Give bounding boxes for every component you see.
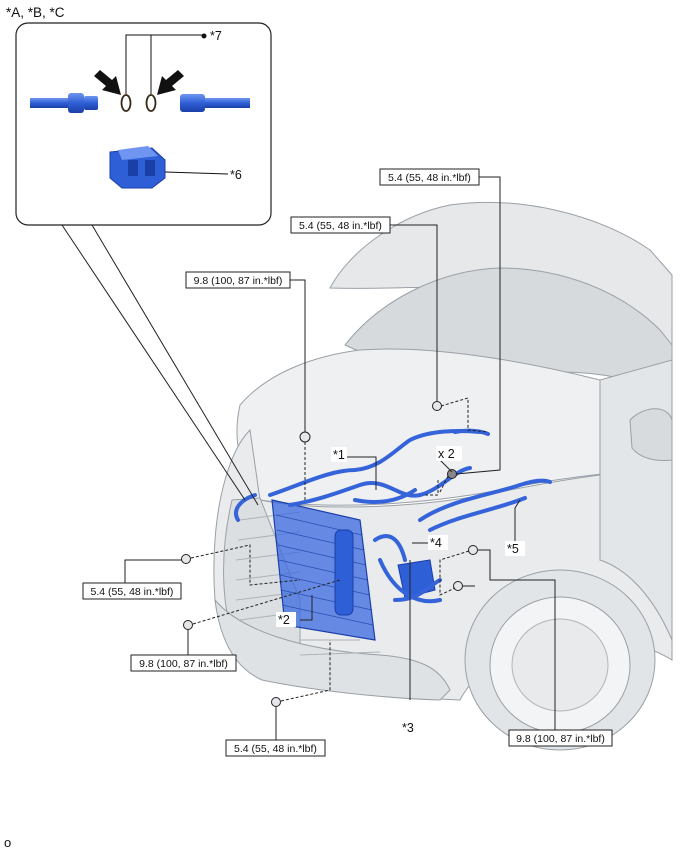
bolt-icon [468,545,478,555]
dashed-lines [190,397,489,702]
callout-5: *5 [505,541,525,556]
torque-spec-3: 9.8 (100, 87 in.*lbf) [185,271,291,289]
bolt-icon [453,581,463,591]
svg-text:*4: *4 [430,536,442,550]
leader-lines [124,176,556,740]
svg-text:x 2: x 2 [438,447,455,461]
bolt-icon [183,620,193,630]
bolt-icon [271,697,281,707]
pipe-right [180,94,250,112]
header-code: *A, *B, *C [6,5,65,20]
svg-text:5.4 (55, 48 in.*lbf): 5.4 (55, 48 in.*lbf) [91,586,174,598]
arrow-right-icon [157,70,184,95]
svg-text:5.4 (55, 48 in.*lbf): 5.4 (55, 48 in.*lbf) [299,220,382,232]
svg-text:9.8 (100, 87 in.*lbf): 9.8 (100, 87 in.*lbf) [194,275,283,287]
refrigerant-lines [234,428,552,604]
front-wheel [464,569,656,751]
callout-3: *3 [402,721,414,735]
cover-label: *6 [230,168,242,182]
torque-spec-1: 5.4 (55, 48 in.*lbf) [379,168,480,186]
svg-text:*5: *5 [507,542,519,556]
torque-spec-2: 5.4 (55, 48 in.*lbf) [290,216,391,234]
o-ring-right [145,94,157,112]
footer-code: o [4,835,11,850]
svg-text:5.4 (55, 48 in.*lbf): 5.4 (55, 48 in.*lbf) [234,743,317,755]
torque-spec-5: 9.8 (100, 87 in.*lbf) [130,654,237,672]
torque-spec-6: 5.4 (55, 48 in.*lbf) [225,739,326,757]
bolt-icon [181,554,191,564]
seal-marker-icon [201,33,207,39]
quantity-label: x 2 [436,446,462,461]
svg-text:*2: *2 [278,613,290,627]
svg-text:9.8 (100, 87 in.*lbf): 9.8 (100, 87 in.*lbf) [139,658,228,670]
svg-text:*1: *1 [333,448,345,462]
callout-1: *1 [331,447,347,462]
bolt-icon [299,431,311,443]
bolt-icon [447,469,457,479]
cover-part [109,146,166,189]
seal-leader [125,34,204,94]
arrow-left-icon [94,70,121,95]
torque-spec-7: 9.8 (100, 87 in.*lbf) [508,729,613,747]
svg-text:9.8 (100, 87 in.*lbf): 9.8 (100, 87 in.*lbf) [516,733,605,745]
callout-2: *2 [276,612,296,627]
svg-text:5.4 (55, 48 in.*lbf): 5.4 (55, 48 in.*lbf) [388,172,471,184]
seal-label: *7 [210,29,222,43]
torque-spec-4: 5.4 (55, 48 in.*lbf) [82,582,182,600]
o-ring-left [120,94,132,112]
callout-4: *4 [428,535,448,550]
pipe-left [30,93,98,113]
detail-inset [15,22,272,506]
cover-leader [164,171,229,175]
condenser-assembly [271,499,436,641]
bolt-icon [432,401,442,411]
